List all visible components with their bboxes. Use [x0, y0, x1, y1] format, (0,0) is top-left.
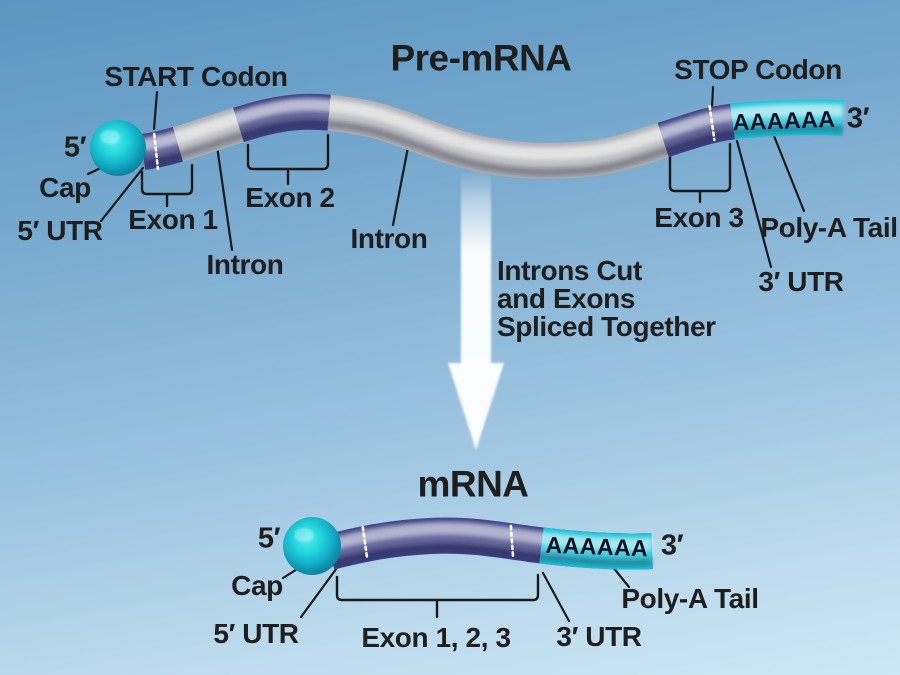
start-codon-leader-line	[152, 90, 159, 131]
stop-codon-dotted-line	[708, 104, 716, 142]
start-codon-dotted-line	[152, 132, 160, 171]
pre-mrna-strand	[90, 105, 843, 176]
exon3-label: Exon 3	[654, 202, 744, 233]
exon1-label: Exon 1	[128, 204, 218, 235]
three-utr-leader-line-mrna	[541, 571, 571, 623]
five-utr-label-mrna: 5′ UTR	[213, 618, 299, 649]
transition-text-line3: Spliced Together	[497, 311, 716, 342]
three-utr-label-pre: 3′ UTR	[758, 266, 844, 297]
cap-ball-specular-pre	[100, 130, 120, 144]
transition-text-line1: Introns Cut	[497, 255, 642, 286]
five-prime-label-mrna: 5′	[257, 522, 281, 555]
splicing-arrow-icon	[448, 172, 504, 450]
exon2-label: Exon 2	[245, 182, 335, 213]
poly-a-label-pre: Poly-A Tail	[760, 212, 898, 243]
cap-ball-specular-mrna	[294, 528, 314, 542]
poly-a-label-mrna: Poly-A Tail	[621, 583, 759, 614]
start-codon-label: START Codon	[104, 61, 288, 92]
exon1-bracket	[140, 163, 194, 208]
poly-a-leader-line-pre	[772, 134, 806, 213]
three-prime-label-mrna: 3′	[660, 529, 684, 562]
five-prime-cap-ball-mrna	[283, 517, 341, 575]
three-prime-label-pre: 3′	[846, 102, 870, 135]
stop-codon-label: STOP Codon	[674, 54, 842, 85]
cap-label-pre: Cap	[39, 172, 91, 203]
annotation-lines	[86, 85, 806, 623]
five-utr-label-pre: 5′ UTR	[17, 215, 103, 246]
cap-label-mrna: Cap	[231, 570, 283, 601]
transition-text-line2: and Exons	[497, 283, 635, 314]
three-utr-label-mrna: 3′ UTR	[556, 621, 642, 652]
stop-codon-leader-line	[710, 85, 715, 110]
three-utr-leader-line-pre	[735, 139, 773, 269]
exon3-bracket	[668, 142, 732, 204]
intron1-leader-line	[215, 144, 234, 252]
poly-a-sequence-pre: AAAAAA	[732, 105, 836, 136]
intron2-leader-line	[391, 140, 411, 227]
exon123-bracket	[335, 573, 540, 619]
mrna-title: mRNA	[417, 463, 529, 505]
exon123-label: Exon 1, 2, 3	[361, 622, 511, 653]
mrna-start-codon-dotted-line	[361, 525, 369, 562]
five-prime-cap-ball-pre	[90, 120, 146, 176]
mrna-strand	[283, 517, 652, 575]
mrna-stop-codon-dotted-line	[509, 524, 515, 561]
five-prime-label-pre: 5′	[63, 131, 87, 164]
five-utr-leader-line-pre	[99, 166, 145, 223]
intron2-label: Intron	[350, 223, 428, 254]
poly-a-sequence-mrna: AAAAAA	[545, 531, 649, 562]
exon2-bracket	[246, 133, 330, 186]
pre-mrna-title: Pre-mRNA	[390, 37, 572, 79]
intron1-label: Intron	[206, 249, 284, 280]
five-utr-leader-line-mrna	[299, 559, 344, 619]
